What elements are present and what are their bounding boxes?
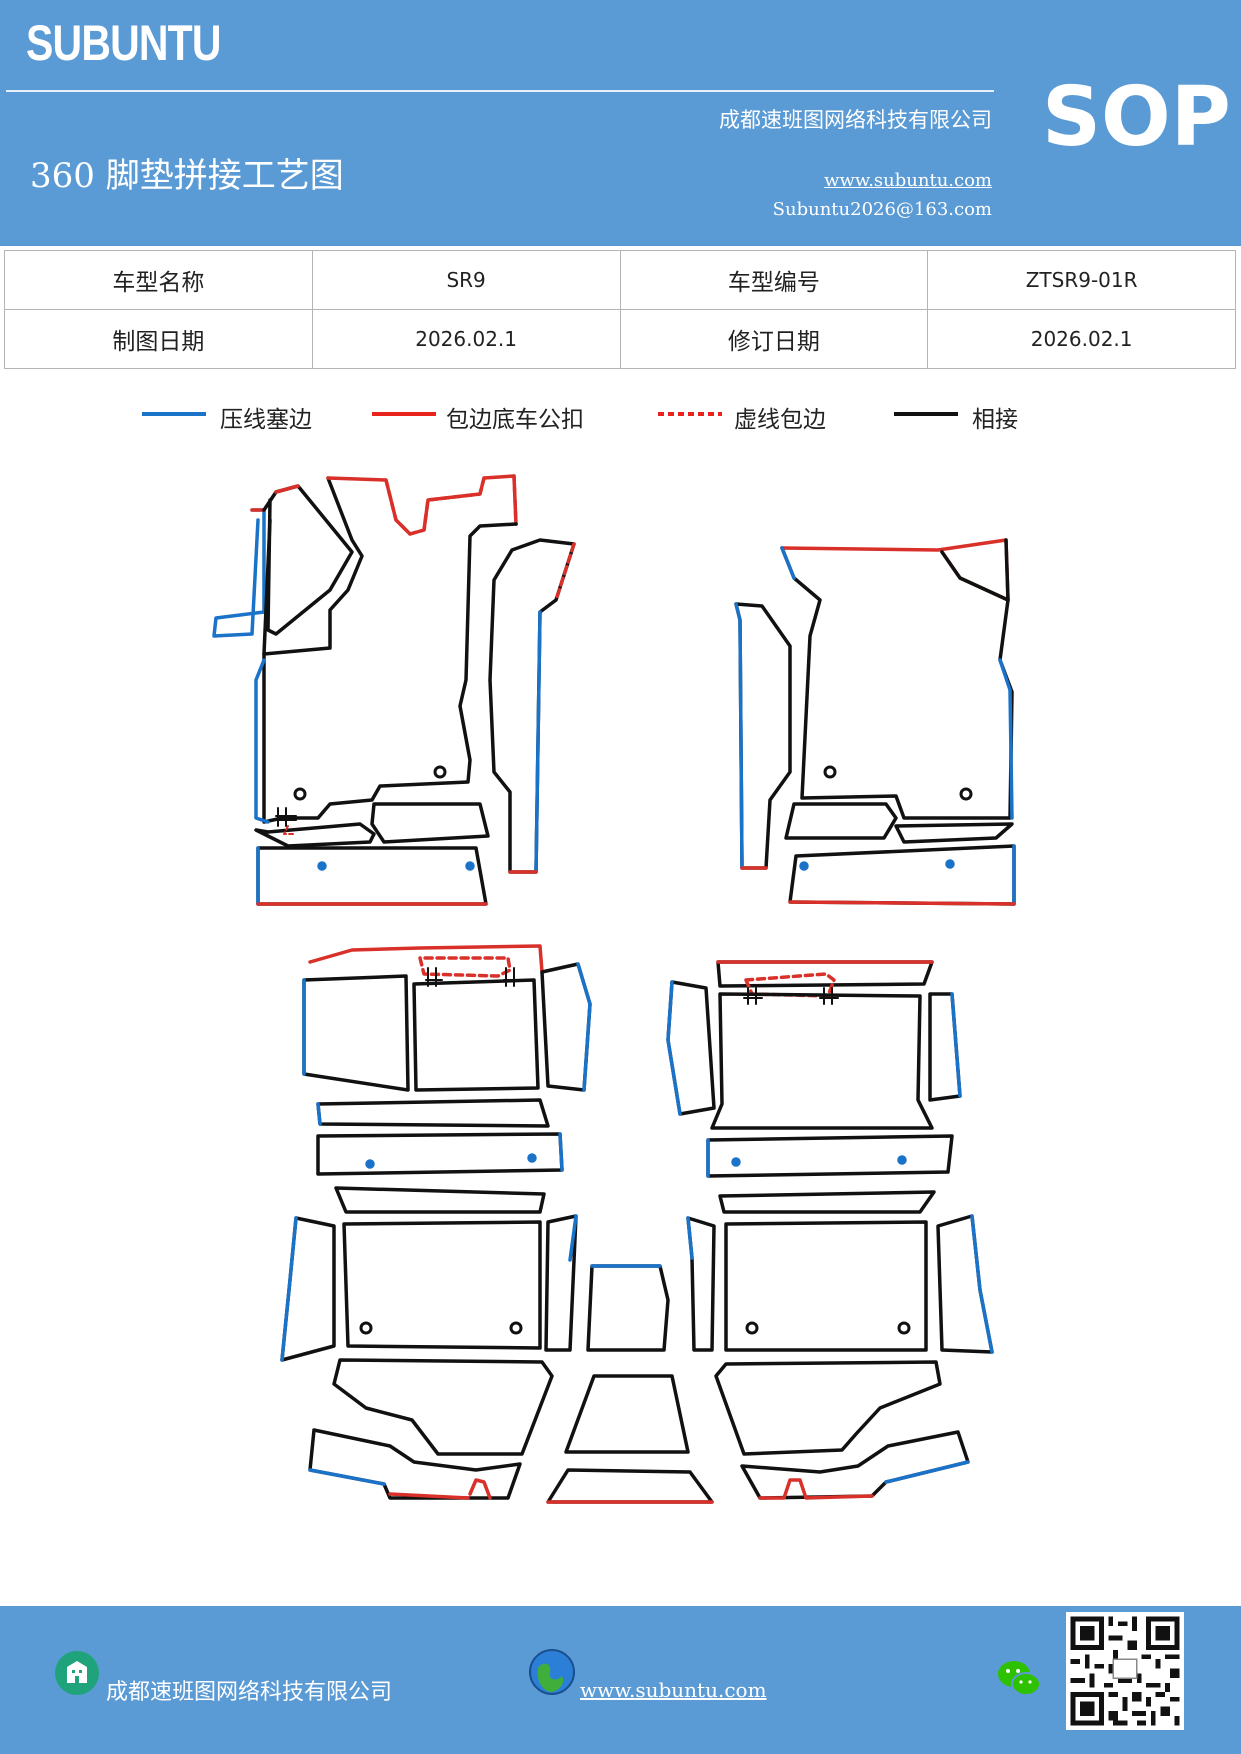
center-mats <box>546 1264 714 1504</box>
footer-website-link[interactable]: www.subuntu.com <box>580 1678 767 1702</box>
draw-date-value: 2026.02.1 <box>311 309 621 369</box>
email-address: Subuntu2026@163.com <box>772 199 992 220</box>
model-code-value: ZTSR9-01R <box>927 250 1236 310</box>
legend-label: 包边底车公扣 <box>446 407 584 433</box>
table-row: 车型名称 SR9 车型编号 ZTSR9-01R <box>4 250 1236 310</box>
website-link[interactable]: www.subuntu.com <box>824 170 992 191</box>
second-row-right-mat <box>666 960 962 1178</box>
globe-icon <box>529 1649 575 1695</box>
page-title: 360 脚垫拼接工艺图 <box>30 156 344 196</box>
footer-company-name: 成都速班图网络科技有限公司 <box>106 1680 393 1705</box>
draw-date-label: 制图日期 <box>4 309 313 369</box>
third-row-right-mat <box>686 1190 994 1500</box>
legend-swatch-blue <box>142 412 206 416</box>
footer-banner: 成都速班图网络科技有限公司 www.subuntu.com <box>0 1606 1241 1754</box>
table-row: 制图日期 2026.02.1 修订日期 2026.02.1 <box>4 309 1236 369</box>
info-table: 车型名称 SR9 车型编号 ZTSR9-01R 制图日期 2026.02.1 修… <box>4 250 1236 369</box>
legend-label: 虚线包边 <box>734 407 826 433</box>
sop-label: SOP <box>1042 70 1231 165</box>
legend-swatch-black <box>894 412 958 416</box>
third-row-left-mat <box>280 1186 578 1500</box>
header-divider <box>6 90 994 92</box>
model-code-label: 车型编号 <box>619 250 929 310</box>
floor-mat-splice-diagram <box>212 474 1016 1504</box>
building-icon <box>55 1651 99 1695</box>
second-row-left-mat <box>302 944 592 1176</box>
qr-code[interactable] <box>1066 1612 1184 1730</box>
legend-swatch-red <box>372 412 436 416</box>
company-name: 成都速班图网络科技有限公司 <box>719 108 992 132</box>
model-name-label: 车型名称 <box>4 250 313 310</box>
wechat-icon <box>998 1661 1041 1696</box>
revise-date-label: 修订日期 <box>619 309 929 369</box>
header-banner: SUBUNTU 成都速班图网络科技有限公司 360 脚垫拼接工艺图 www.su… <box>0 0 1241 246</box>
legend-swatch-red-dashed <box>658 412 722 416</box>
front-left-mat <box>212 474 576 906</box>
legend-label: 压线塞边 <box>220 407 312 433</box>
legend: 压线塞边 包边底车公扣 虚线包边 相接 <box>0 400 1241 440</box>
legend-label: 相接 <box>972 407 1018 433</box>
front-right-mat <box>734 538 1016 906</box>
model-name-value: SR9 <box>311 250 621 310</box>
revise-date-value: 2026.02.1 <box>927 309 1236 369</box>
brand-logo: SUBUNTU <box>26 15 222 71</box>
